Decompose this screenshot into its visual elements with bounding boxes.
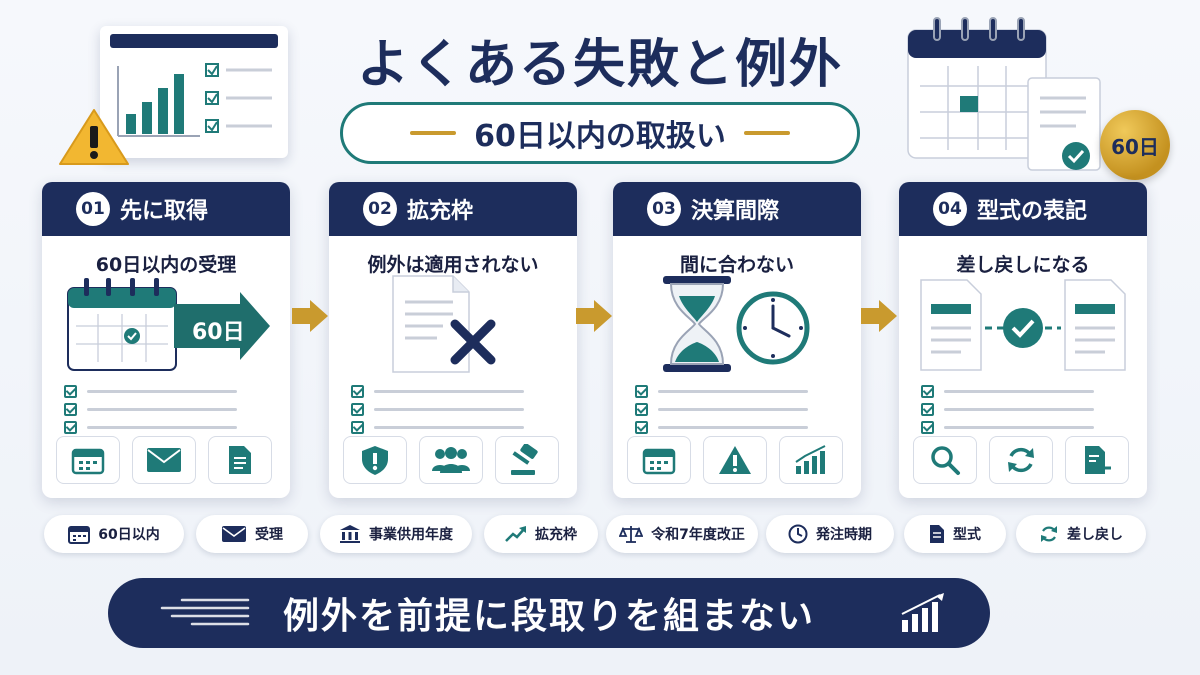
tag-return: 差し戻し	[1016, 515, 1146, 553]
page-title: よくある失敗と例外	[356, 35, 843, 95]
arrow-label: 60日	[192, 320, 245, 345]
speed-lines-icon	[160, 598, 250, 626]
bar-chart-icon	[117, 63, 272, 137]
subtitle-pill: 60日以内の取扱い	[340, 102, 860, 164]
calendar-icon	[68, 526, 91, 544]
card-subtitle: 例外は適用されない	[367, 254, 539, 276]
search-icon	[913, 436, 977, 484]
shield-icon	[343, 436, 407, 484]
calendar-document-illustration	[907, 17, 1101, 171]
refresh-icon	[989, 436, 1053, 484]
tag-60days: 60日以内	[44, 515, 184, 553]
group-icon	[419, 436, 483, 484]
card-subtitle: 差し戻しになる	[956, 254, 1090, 276]
mail-icon	[132, 436, 196, 484]
card-subtitle: 60日以内の受理	[95, 254, 237, 276]
document-icon	[208, 436, 272, 484]
checklist	[635, 382, 808, 436]
card-number: 02	[363, 192, 397, 226]
banner-text: 例外を前提に段取りを組まない	[282, 596, 815, 637]
dash-right	[743, 131, 790, 135]
arrow-right-icon	[292, 300, 328, 332]
clock-icon	[736, 291, 810, 365]
document-icon	[1064, 279, 1126, 371]
warning-icon	[59, 109, 129, 165]
dash-left	[410, 131, 457, 135]
checklist	[351, 382, 524, 436]
gavel-icon	[495, 436, 559, 484]
card-title: 拡充枠	[407, 199, 474, 224]
checklist	[921, 382, 1094, 436]
calendar-icon	[67, 278, 270, 371]
tag-order-timing: 発注時期	[766, 515, 894, 553]
check-icon	[1003, 308, 1043, 348]
card-01: 01 先に取得 60日以内の受理 60日	[42, 182, 290, 498]
tag-business-year: 事業供用年度	[320, 515, 472, 553]
document-return-icon	[1065, 436, 1129, 484]
clock-icon	[788, 524, 808, 544]
tag-label: 差し戻し	[1067, 527, 1123, 543]
scale-icon	[619, 526, 644, 543]
calendar-icon	[627, 436, 691, 484]
bottom-banner: 例外を前提に段取りを組まない	[108, 578, 990, 648]
tag-reform: 令和7年度改正	[606, 515, 758, 553]
card-03: 03 決算間際 間に合わない	[613, 182, 861, 498]
card-number: 04	[933, 192, 967, 226]
growth-chart-icon	[901, 593, 944, 632]
refresh-icon	[1041, 526, 1057, 542]
bar-chart-icon	[779, 436, 843, 484]
calendar-arrow-illustration: 60日	[42, 274, 290, 374]
card-subtitle: 間に合わない	[679, 254, 794, 276]
building-icon	[340, 525, 360, 543]
card-04: 04 型式の表記 差し戻しになる	[899, 182, 1147, 498]
card-02: 02 拡充枠 例外は適用されない	[329, 182, 577, 498]
calendar-icon	[56, 436, 120, 484]
report-illustration	[100, 26, 288, 158]
tag-expansion: 拡充枠	[484, 515, 598, 553]
tag-label: 型式	[953, 527, 981, 543]
checklist	[64, 382, 237, 436]
tag-receipt: 受理	[196, 515, 308, 553]
document-return-illustration	[899, 274, 1147, 374]
warning-icon	[703, 436, 767, 484]
card-title: 型式の表記	[977, 199, 1088, 224]
tag-label: 60日以内	[98, 527, 160, 543]
mail-icon	[222, 526, 246, 542]
tag-label: 拡充枠	[535, 527, 577, 543]
document-icon	[920, 279, 982, 371]
sixty-days-badge: 60日	[1100, 110, 1170, 180]
document-icon	[930, 525, 944, 543]
rejected-document-illustration	[329, 274, 577, 374]
card-title: 決算間際	[691, 199, 780, 224]
arrow-right-icon	[861, 300, 897, 332]
document-cross-icon	[392, 275, 496, 373]
tag-label: 事業供用年度	[369, 527, 453, 543]
tag-label: 受理	[255, 527, 283, 543]
card-number: 01	[76, 192, 110, 226]
card-number: 03	[647, 192, 681, 226]
tag-label: 発注時期	[816, 527, 872, 543]
card-title: 先に取得	[120, 199, 209, 224]
trend-icon	[505, 526, 526, 542]
hourglass-clock-illustration	[613, 274, 861, 374]
hourglass-icon	[663, 276, 731, 372]
arrow-right-icon	[576, 300, 612, 332]
subtitle: 60日以内の取扱い	[474, 119, 726, 154]
tag-label: 令和7年度改正	[651, 527, 745, 543]
tag-model: 型式	[904, 515, 1006, 553]
